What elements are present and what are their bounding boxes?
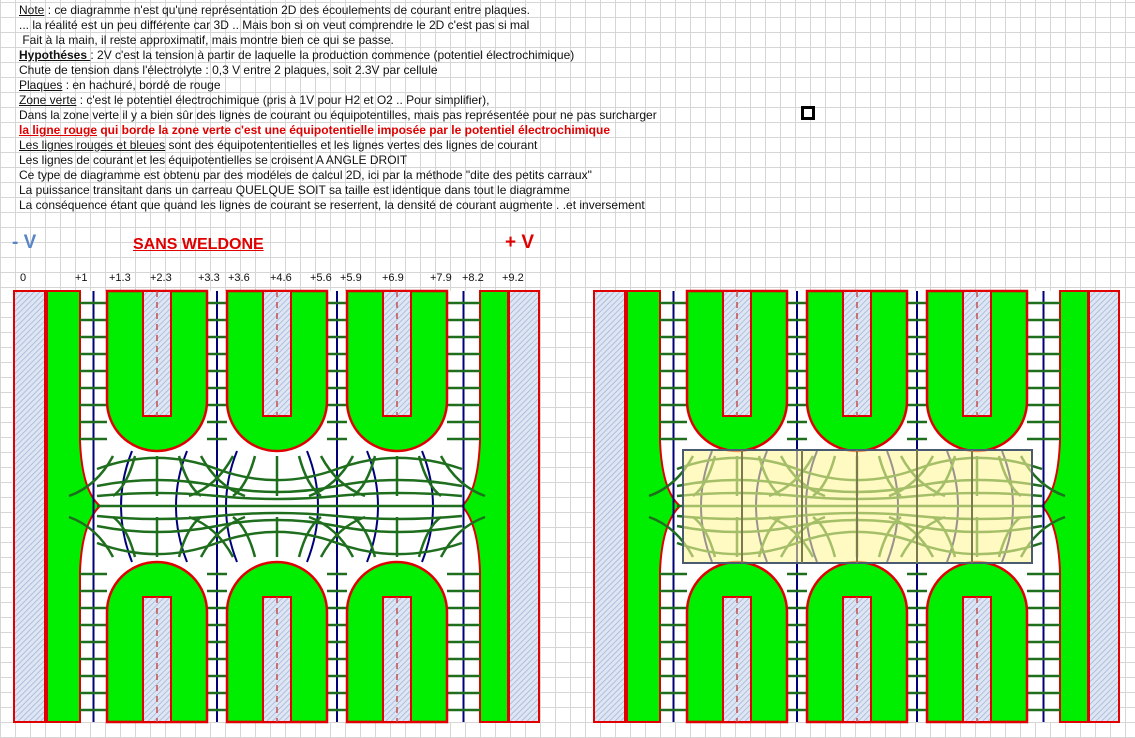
note-line: Plaques : en hachuré, bordé de rouge	[19, 78, 657, 93]
note-line-text: Les lignes de courant et les équipotenti…	[19, 153, 408, 167]
current-line	[188, 455, 235, 498]
voltage-tick: +9.2	[502, 272, 524, 284]
electrode-plate-top	[722, 290, 752, 417]
electrode-plate-bottom	[842, 596, 872, 723]
current-line	[308, 455, 355, 498]
electrode-plate-top	[842, 290, 872, 417]
positive-terminal-label: + V	[505, 232, 535, 253]
note-line: Fait à la main, il reste approximatif, m…	[19, 33, 657, 48]
current-line	[439, 455, 486, 498]
note-line-text: sont des équipotententielles et les lign…	[165, 138, 538, 152]
current-line	[177, 515, 202, 558]
note-line-text: : 2V c'est la tension à partir de laquel…	[90, 48, 575, 62]
current-line	[319, 515, 366, 558]
note-line-text: : c'est le potentiel électrochimique (pr…	[76, 93, 490, 107]
note-line: Les lignes de courant et les équipotenti…	[19, 153, 657, 168]
note-line-text: La puissance transitant dans un carreau …	[19, 183, 570, 197]
note-line: la ligne rouge qui borde la zone verte c…	[19, 123, 657, 138]
current-line	[297, 515, 322, 558]
voltage-tick: +3.3	[198, 272, 220, 284]
current-line	[112, 515, 137, 558]
voltage-tick: +3.6	[228, 272, 250, 284]
diagram-title: SANS WELDONE	[133, 236, 264, 253]
note-line-text: Dans la zone verte il y a bien sûr des l…	[19, 108, 657, 122]
note-line-key: Hypothéses	[19, 48, 91, 62]
note-line: La conséquence étant que quand les ligne…	[19, 198, 657, 213]
current-line	[112, 455, 137, 498]
note-line-text: ... la réalité est un peu différente car…	[19, 18, 530, 32]
note-line-text: Ce type de diagramme est obtenu par des …	[19, 168, 592, 182]
note-line: Hypothéses : 2V c'est la tension à parti…	[19, 48, 657, 63]
electrode-plate-bottom	[262, 596, 292, 723]
note-line: Dans la zone verte il y a bien sûr des l…	[19, 108, 657, 123]
electrode-plate-top	[262, 290, 292, 417]
voltage-tick: +7.9	[430, 272, 452, 284]
note-line: Zone verte : c'est le potentiel électroc…	[19, 93, 657, 108]
note-line: Les lignes rouges et bleues sont des équ…	[19, 138, 657, 153]
current-line	[352, 455, 377, 498]
note-line-text: Chute de tension dans l'électrolyte : 0,…	[19, 63, 438, 77]
current-line	[96, 491, 463, 501]
electrode-plate-bottom	[722, 596, 752, 723]
note-line-text: qui borde la zone verte c'est une équipo…	[97, 123, 610, 137]
green-zone-right	[1040, 290, 1089, 723]
note-line: Note : ce diagramme n'est qu'une représe…	[19, 3, 657, 18]
note-line: La puissance transitant dans un carreau …	[19, 183, 657, 198]
note-line-text: : ce diagramme n'est qu'une représentati…	[44, 3, 530, 17]
voltage-tick: 0	[20, 272, 27, 284]
current-line	[188, 515, 235, 558]
note-line-text: Fait à la main, il reste approximatif, m…	[19, 33, 394, 47]
diagram-with-weldone	[592, 289, 1120, 724]
current-line	[232, 455, 257, 498]
note-line-key: Note	[19, 3, 45, 17]
notes-block: Note : ce diagramme n'est qu'une représe…	[19, 3, 657, 213]
end-plate-positive	[508, 290, 540, 723]
note-line-key: Zone verte	[19, 93, 77, 107]
electrode-plate-bottom	[142, 596, 172, 723]
diagram-without-weldone	[12, 289, 540, 724]
end-plate-positive	[1088, 290, 1120, 723]
note-line-text: : en hachuré, bordé de rouge	[62, 78, 221, 92]
electrode-plate-bottom	[382, 596, 412, 723]
current-line	[199, 455, 246, 498]
current-line	[232, 515, 257, 558]
note-line: Chute de tension dans l'électrolyte : 0,…	[19, 63, 657, 78]
current-line	[417, 515, 442, 558]
note-line: Ce type de diagramme est obtenu par des …	[19, 168, 657, 183]
electrode-plate-top	[962, 290, 992, 417]
current-line	[297, 455, 322, 498]
voltage-tick: +5.6	[310, 272, 332, 284]
current-line	[199, 515, 246, 558]
current-line	[68, 515, 115, 558]
current-line	[308, 515, 355, 558]
electrode-plate-top	[142, 290, 172, 417]
electrode-plate-bottom	[962, 596, 992, 723]
current-line	[177, 455, 202, 498]
voltage-tick: +8.2	[462, 272, 484, 284]
negative-terminal-label: - V	[12, 232, 37, 253]
electrode-plate-top	[382, 290, 412, 417]
end-plate-negative	[593, 290, 626, 723]
voltage-tick: +1.3	[109, 272, 131, 284]
cell-selection-icon[interactable]	[801, 106, 815, 120]
current-line	[417, 455, 442, 498]
green-zone-right	[460, 290, 509, 723]
voltage-tick: +2.3	[150, 272, 172, 284]
note-line: ... la réalité est un peu différente car…	[19, 18, 657, 33]
note-line-key: Les lignes rouges et bleues	[19, 138, 166, 152]
end-plate-negative	[13, 290, 46, 723]
current-line	[96, 511, 463, 521]
current-line	[319, 455, 366, 498]
voltage-tick: +5.9	[340, 272, 362, 284]
note-line-key: la ligne rouge	[19, 123, 98, 137]
current-line	[439, 515, 486, 558]
voltage-tick: +6.9	[382, 272, 404, 284]
note-line-text: La conséquence étant que quand les ligne…	[19, 198, 645, 212]
note-line-key: Plaques	[19, 78, 63, 92]
voltage-tick: +4.6	[270, 272, 292, 284]
current-line	[68, 455, 115, 498]
current-line	[352, 515, 377, 558]
voltage-tick: +1	[75, 272, 88, 284]
